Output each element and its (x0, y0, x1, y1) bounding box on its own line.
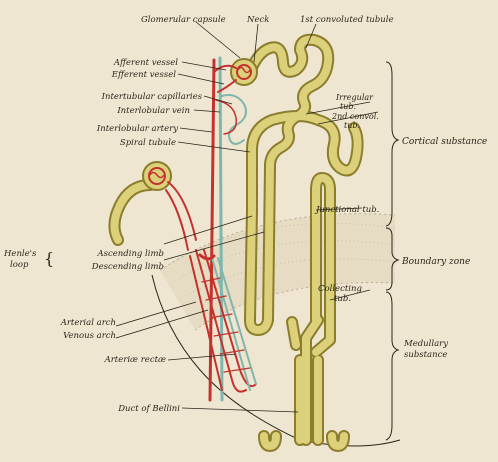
label-interlobular-vein: Interlobular vein (116, 106, 190, 116)
henles-brace: { (44, 249, 54, 268)
label-venous-arch: Venous arch (63, 331, 116, 341)
label-descending-limb: Descending limb (91, 262, 164, 272)
label-interlobular-artery: Interlobular artery (96, 124, 178, 134)
label-first-convoluted-tubule: 1st convoluted tubule (300, 15, 394, 25)
label-arteriae-rectae: Arteriæ rectæ (104, 355, 166, 365)
label-henles-loop-2: loop (10, 260, 29, 270)
label-intertubular-capillaries: Intertubular capillaries (101, 92, 203, 102)
label-glomerular-capsule: Glomerular capsule (141, 15, 226, 25)
label-spiral-tubule: Spiral tubule (120, 138, 176, 148)
label-cortical-substance: Cortical substance (402, 137, 487, 147)
label-neck: Neck (246, 15, 269, 25)
label-collecting-tub: Collecting (318, 284, 362, 294)
label-irregular-tub-2: tub. (340, 102, 356, 111)
label-second-convol-tub: 2nd convol. (331, 112, 379, 121)
interlobular-vein (220, 58, 222, 400)
label-efferent-vessel: Efferent vessel (111, 70, 177, 80)
label-medullary-substance-2: substance (404, 350, 447, 360)
label-medullary-substance: Medullary (403, 339, 448, 349)
label-henles-loop-1: Henle's (3, 249, 37, 259)
label-second-convol-tub-2: tub. (344, 121, 360, 130)
label-junctional-tub: Junctional tub. (314, 205, 379, 215)
label-irregular-tub: Irregular (335, 93, 374, 102)
label-duct-of-bellini: Duct of Bellini (117, 404, 180, 414)
label-collecting-tub-2: tub. (334, 294, 351, 304)
label-ascending-limb: Ascending limb (97, 249, 164, 259)
label-boundary-zone: Boundary zone (401, 257, 470, 267)
label-arterial-arch: Arterial arch (60, 318, 116, 328)
glomerulus-left (143, 162, 171, 190)
label-afferent-vessel: Afferent vessel (113, 58, 178, 68)
